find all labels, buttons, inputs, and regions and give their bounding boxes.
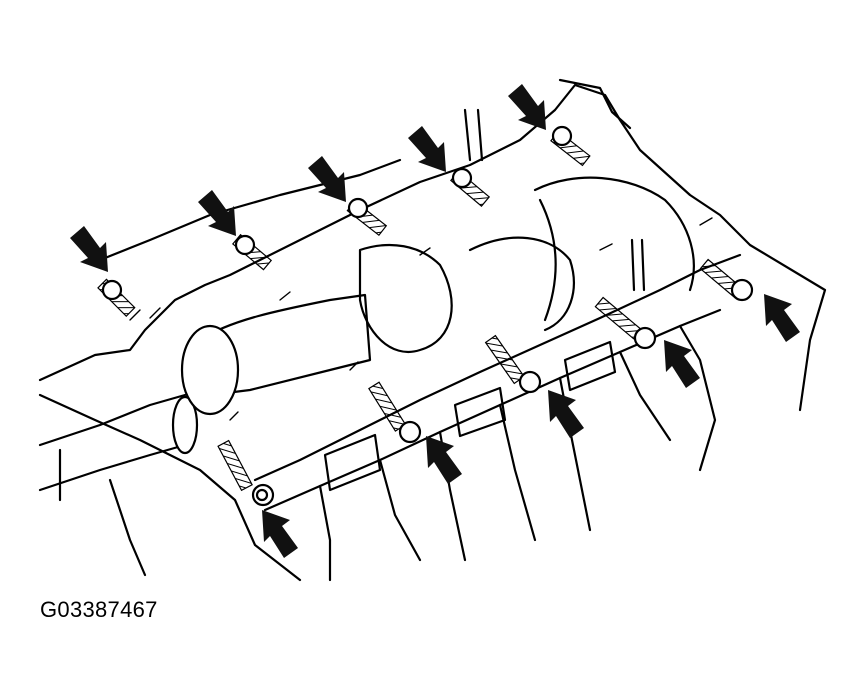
bolt — [231, 233, 273, 271]
arrow-icon — [198, 190, 236, 236]
bolt — [484, 334, 542, 394]
lower-bolt-row — [217, 258, 754, 507]
indicator-arrows — [70, 84, 800, 558]
bolt — [255, 488, 269, 502]
bolt — [97, 278, 136, 318]
arrow-icon — [764, 294, 800, 342]
figure-id-label: G03387467 — [40, 597, 158, 622]
cylinder-head-body — [38, 78, 827, 582]
detail-strokes — [129, 217, 713, 421]
bolt — [594, 296, 657, 350]
bolt — [368, 381, 422, 444]
arrow-icon — [408, 126, 446, 172]
arrow-icon — [70, 226, 108, 272]
arrow-icon — [426, 436, 462, 484]
bolt — [450, 167, 491, 207]
arrow-icon — [262, 510, 298, 558]
arrow-icon — [508, 84, 546, 130]
bolt — [346, 197, 388, 237]
bolt — [550, 125, 591, 167]
bolt — [699, 258, 754, 302]
upper-bolt-row — [97, 125, 591, 318]
arrow-icon — [548, 390, 584, 438]
arrow-icon — [664, 340, 700, 388]
arrow-icon — [308, 156, 346, 202]
